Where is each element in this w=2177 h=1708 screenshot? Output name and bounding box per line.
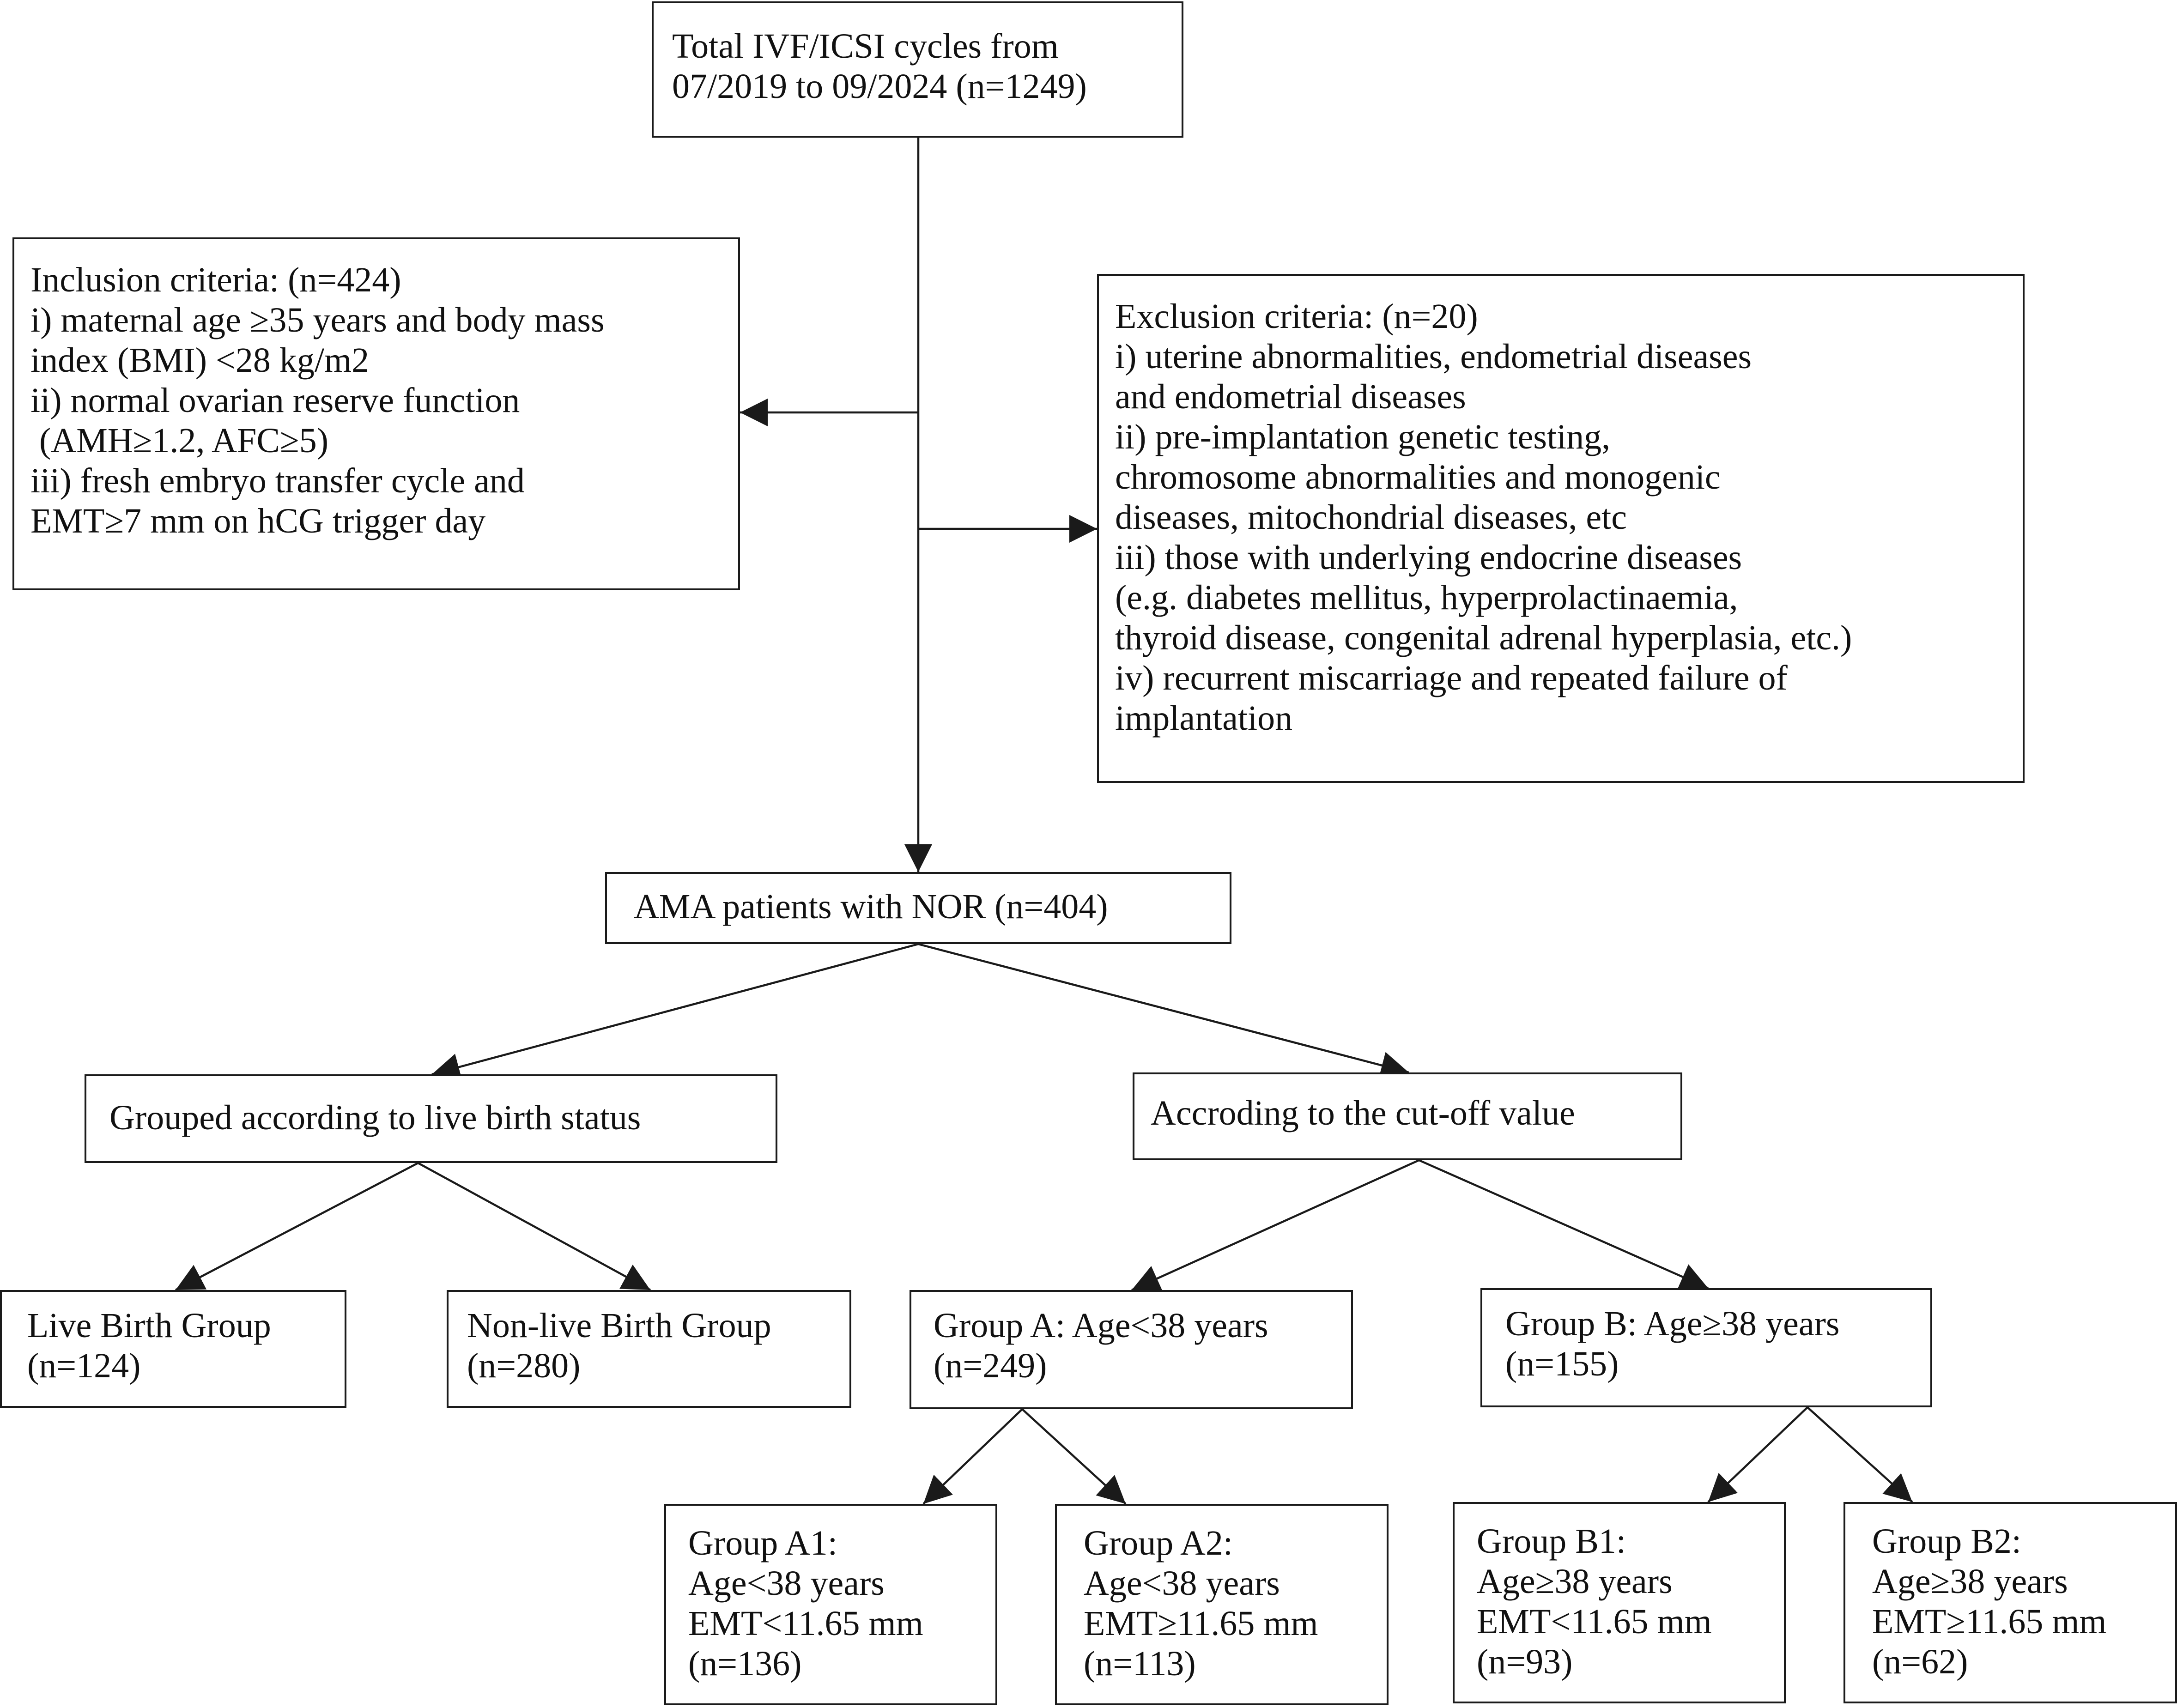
total-cycles-box: Total IVF/ICSI cycles from 07/2019 to 09… bbox=[652, 1, 1183, 138]
box-line: Age<38 years bbox=[1084, 1564, 1280, 1603]
group-a-to-a2-arrow bbox=[1021, 1408, 1127, 1505]
box-line: and endometrial diseases bbox=[1115, 377, 1466, 416]
box-line: (n=249) bbox=[934, 1346, 1047, 1385]
box-line: EMT≥11.65 mm bbox=[1084, 1604, 1318, 1643]
inclusion-criteria-box: Inclusion criteria: (n=424) i) maternal … bbox=[12, 237, 740, 590]
box-line: i) uterine abnormalities, endometrial di… bbox=[1115, 337, 1752, 376]
box-line: thyroid disease, congenital adrenal hype… bbox=[1115, 618, 1852, 657]
cutoff-value-box: Accroding to the cut-off value bbox=[1133, 1072, 1682, 1160]
box-line: AMA patients with NOR (n=404) bbox=[634, 887, 1108, 926]
box-line: Group B2: bbox=[1872, 1522, 2021, 1561]
box-line: index (BMI) <28 kg/m2 bbox=[30, 341, 370, 380]
cutoff-to-group-b-arrow bbox=[1419, 1159, 1709, 1290]
ama-to-grouped-arrow bbox=[431, 943, 919, 1081]
ama-patients-box: AMA patients with NOR (n=404) bbox=[605, 872, 1231, 944]
box-line: Inclusion criteria: (n=424) bbox=[30, 260, 401, 299]
box-line: Exclusion criteria: (n=20) bbox=[1115, 297, 1478, 336]
box-line: (n=62) bbox=[1872, 1642, 1968, 1681]
box-line: Total IVF/ICSI cycles from bbox=[672, 27, 1059, 66]
box-line: Non-live Birth Group bbox=[467, 1306, 771, 1345]
group-a-to-a1-arrow bbox=[922, 1408, 1023, 1505]
box-line: Group A2: bbox=[1084, 1524, 1233, 1563]
cutoff-to-group-a-arrow bbox=[1131, 1159, 1419, 1291]
box-line: Group A1: bbox=[688, 1524, 837, 1563]
box-line: EMT<11.65 mm bbox=[688, 1604, 923, 1643]
box-line: Age<38 years bbox=[688, 1564, 885, 1603]
group-a2-box: Group A2: Age<38 years EMT≥11.65 mm (n=1… bbox=[1055, 1504, 1389, 1705]
box-line: implantation bbox=[1115, 699, 1293, 738]
box-line: Grouped according to live birth status bbox=[109, 1098, 641, 1137]
box-line: diseases, mitochondrial diseases, etc bbox=[1115, 498, 1627, 537]
box-line: (n=93) bbox=[1477, 1642, 1573, 1681]
group-a1-box: Group A1: Age<38 years EMT<11.65 mm (n=1… bbox=[664, 1504, 997, 1705]
box-line: ii) normal ovarian reserve function bbox=[30, 381, 520, 420]
box-line: iii) fresh embryo transfer cycle and bbox=[30, 461, 525, 500]
box-line: 07/2019 to 09/2024 (n=1249) bbox=[672, 67, 1087, 106]
group-b-box: Group B: Age≥38 years (n=155) bbox=[1480, 1288, 1932, 1407]
group-b2-box: Group B2: Age≥38 years EMT≥11.65 mm (n=6… bbox=[1843, 1502, 2177, 1703]
box-line: Group A: Age<38 years bbox=[934, 1306, 1268, 1345]
box-line: Group B1: bbox=[1477, 1522, 1626, 1561]
box-line: chromosome abnormalities and monogenic bbox=[1115, 458, 1721, 497]
grouped-live-birth-box: Grouped according to live birth status bbox=[85, 1074, 777, 1163]
box-line: EMT≥11.65 mm bbox=[1872, 1602, 2107, 1641]
box-line: iii) those with underlying endocrine dis… bbox=[1115, 538, 1742, 577]
live-birth-group-box: Live Birth Group (n=124) bbox=[0, 1290, 346, 1408]
box-line: (e.g. diabetes mellitus, hyperprolactina… bbox=[1115, 578, 1738, 617]
group-b-to-b1-arrow bbox=[1707, 1406, 1808, 1503]
box-line: Age≥38 years bbox=[1872, 1562, 2068, 1601]
box-line: i) maternal age ≥35 years and body mass bbox=[30, 301, 605, 339]
group-a-box: Group A: Age<38 years (n=249) bbox=[910, 1290, 1353, 1409]
box-line: EMT≥7 mm on hCG trigger day bbox=[30, 502, 486, 540]
box-line: (n=113) bbox=[1084, 1644, 1196, 1683]
group-b-to-b2-arrow bbox=[1807, 1406, 1913, 1503]
grouped-to-non-live-birth-arrow bbox=[417, 1162, 651, 1291]
grouped-to-live-birth-arrow bbox=[175, 1162, 419, 1291]
box-line: Accroding to the cut-off value bbox=[1151, 1094, 1575, 1133]
box-line: (n=124) bbox=[27, 1346, 141, 1385]
box-line: ii) pre-implantation genetic testing, bbox=[1115, 418, 1611, 456]
box-line: iv) recurrent miscarriage and repeated f… bbox=[1115, 659, 1788, 697]
group-b1-box: Group B1: Age≥38 years EMT<11.65 mm (n=9… bbox=[1453, 1502, 1786, 1703]
box-line: Live Birth Group bbox=[27, 1306, 271, 1345]
box-line: EMT<11.65 mm bbox=[1477, 1602, 1712, 1641]
box-line: (n=155) bbox=[1505, 1345, 1619, 1383]
box-line: Age≥38 years bbox=[1477, 1562, 1673, 1601]
non-live-birth-group-box: Non-live Birth Group (n=280) bbox=[447, 1290, 851, 1408]
exclusion-criteria-box: Exclusion criteria: (n=20) i) uterine ab… bbox=[1097, 274, 2025, 783]
box-line: (n=280) bbox=[467, 1346, 581, 1385]
box-line: Group B: Age≥38 years bbox=[1505, 1304, 1840, 1343]
box-line: (n=136) bbox=[688, 1644, 802, 1683]
box-line: (AMH≥1.2, AFC≥5) bbox=[30, 421, 329, 460]
ama-to-cutoff-arrow bbox=[918, 943, 1409, 1079]
